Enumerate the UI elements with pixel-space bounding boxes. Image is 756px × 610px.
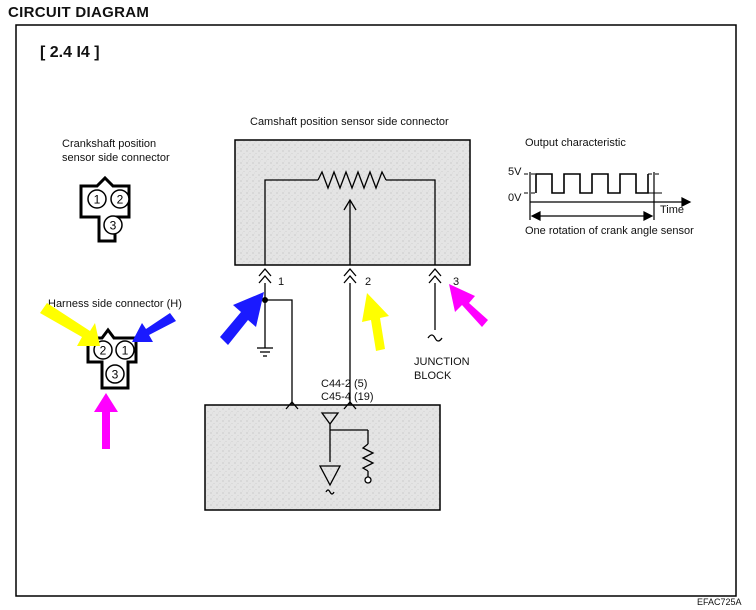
yellow-arrow-icon	[40, 303, 100, 346]
output-characteristic-title: Output characteristic	[525, 137, 626, 149]
blue-arrow-icon-pin1	[220, 292, 264, 345]
c45-connector-label: C45-4 (19)	[321, 391, 374, 403]
camshaft-connector-title: Camshaft position sensor side connector	[250, 116, 449, 128]
level-0v-label: 0V	[508, 192, 522, 204]
harness-connector-title: Harness side connector (H)	[48, 298, 182, 310]
output-waveform	[535, 173, 649, 194]
figure-code: EFAC725A	[697, 597, 742, 607]
crankshaft-connector: 1 2 3	[79, 175, 131, 243]
output-reference-lines	[524, 173, 662, 194]
yellow-arrow-icon-pin2	[362, 293, 389, 351]
camshaft-sensor-box	[234, 139, 471, 266]
harness-connector: 2 1 3	[86, 327, 138, 390]
engine-label: [ 2.4 I4 ]	[40, 44, 100, 61]
ecm-internal-circuit	[318, 412, 375, 495]
harness-pin-3: 3	[112, 368, 119, 382]
pin-1-label: 1	[278, 276, 285, 288]
connector-chevrons	[258, 268, 442, 284]
c44-connector-label: C44-2 (5)	[321, 378, 368, 390]
magenta-arrow-icon-harness	[94, 393, 118, 449]
rotation-label: One rotation of crank angle sensor	[525, 225, 694, 237]
outer-frame	[15, 24, 737, 597]
harness-pin-2: 2	[100, 344, 107, 358]
magenta-arrow-icon-pin3	[449, 284, 488, 327]
harness-wiring	[264, 283, 436, 405]
crankshaft-connector-title: Crankshaft position sensor side connecto…	[62, 138, 170, 164]
junction-block-icon	[427, 334, 443, 342]
crank-pin-2: 2	[117, 193, 124, 207]
harness-pin-1: 1	[122, 344, 129, 358]
time-axis	[529, 172, 692, 221]
splice-dot	[262, 297, 268, 303]
pin-3-label: 3	[453, 276, 460, 288]
page-title: CIRCUIT DIAGRAM	[8, 4, 150, 21]
level-5v-label: 5V	[508, 166, 522, 178]
junction-block-label: JUNCTION BLOCK	[414, 356, 470, 382]
crank-pin-3: 3	[110, 219, 117, 233]
ecm-entry-chevrons	[285, 401, 357, 410]
ecm-box	[204, 404, 441, 511]
supply-5v-terminal	[364, 476, 372, 484]
crank-pin-1: 1	[94, 193, 101, 207]
time-axis-label: Time	[660, 204, 685, 216]
blue-arrow-icon	[132, 313, 176, 342]
ground-icon	[257, 347, 273, 357]
sensor-internal-wiring	[264, 170, 436, 265]
pin-2-label: 2	[365, 276, 372, 288]
